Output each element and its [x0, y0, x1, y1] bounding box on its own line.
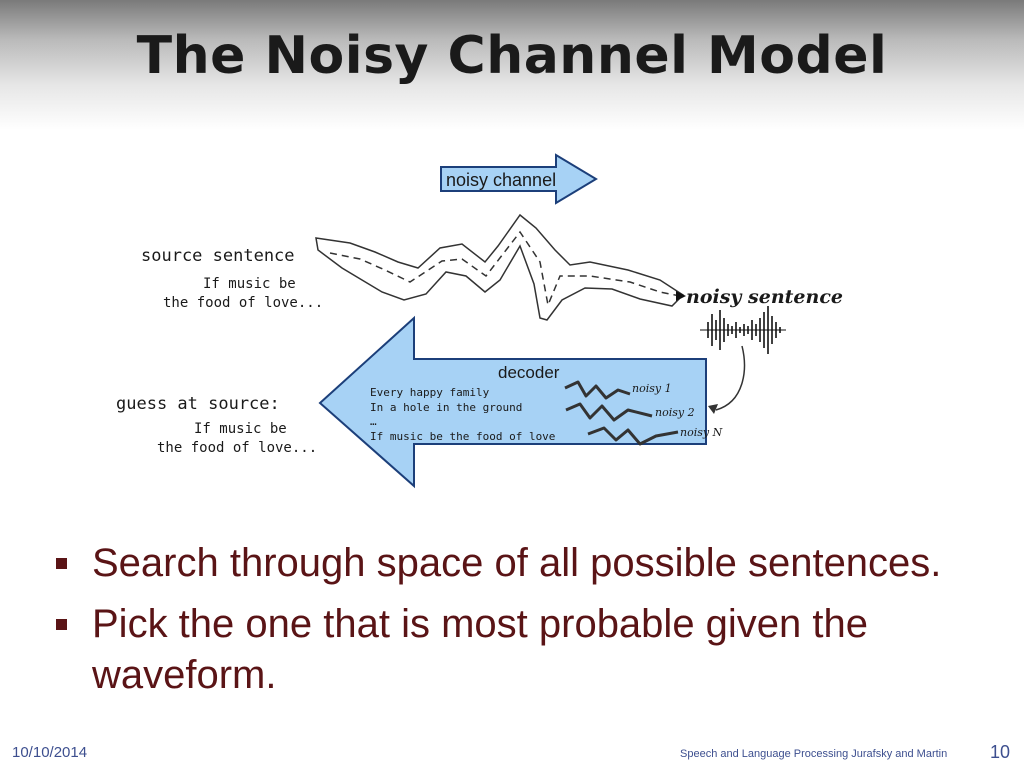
- noisy-path-band: [315, 213, 685, 321]
- noisy-zigzag-n: [587, 426, 679, 446]
- source-text-line-1: If music be: [203, 276, 296, 292]
- bullet-item: Search through space of all possible sen…: [56, 538, 956, 589]
- noisy-sentence-label: noisy sentence: [686, 286, 843, 308]
- noisy-tag-2: noisy 2: [655, 406, 695, 419]
- decoder-label: decoder: [498, 363, 560, 382]
- guess-text-line-1: If music be: [194, 421, 287, 437]
- slide-title: The Noisy Channel Model: [136, 26, 888, 86]
- noisy-channel-label: noisy channel: [446, 170, 556, 190]
- noisy-path-dashes: [329, 230, 681, 308]
- noisy-zigzag-2: [565, 402, 653, 422]
- candidate-1: Every happy family: [370, 386, 490, 399]
- candidate-n: If music be the food of love: [370, 430, 555, 443]
- footer-credit: Speech and Language Processing Jurafsky …: [680, 748, 948, 760]
- bullet-item: Pick the one that is most probable given…: [56, 599, 956, 701]
- bullet-text: Search through space of all possible sen…: [92, 541, 942, 585]
- noisy-path-arrowhead: [676, 291, 686, 301]
- title-band: [0, 0, 1024, 130]
- noisy-zigzag-1: [564, 380, 631, 400]
- square-bullet-icon: [56, 558, 67, 569]
- noisy-channel-arrow: [440, 153, 598, 205]
- source-sentence-label: source sentence: [141, 246, 295, 266]
- waveform-to-decoder-connector: [715, 345, 746, 411]
- connector-arrowhead: [708, 404, 718, 414]
- source-text-line-2: the food of love...: [163, 295, 323, 311]
- noisy-tag-1: noisy 1: [632, 382, 672, 395]
- noisy-tag-n: noisy N: [680, 426, 723, 439]
- footer-date: 10/10/2014: [12, 744, 88, 761]
- guess-at-source-label: guess at source:: [116, 394, 280, 414]
- square-bullet-icon: [56, 619, 67, 630]
- candidate-ellipsis: …: [370, 415, 377, 428]
- guess-text-line-2: the food of love...: [157, 440, 317, 456]
- page-number: 10: [990, 742, 1011, 762]
- decoder-arrow: [318, 315, 707, 489]
- waveform-icon: [700, 306, 786, 354]
- candidate-2: In a hole in the ground: [370, 401, 522, 414]
- bullet-list: Search through space of all possible sen…: [56, 538, 956, 711]
- bullet-text: Pick the one that is most probable given…: [92, 602, 869, 697]
